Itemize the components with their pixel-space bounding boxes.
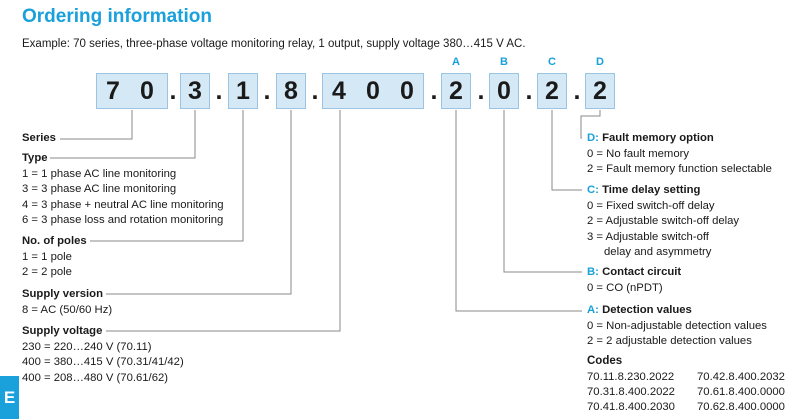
poles-group: No. of poles 1 = 1 pole 2 = 2 pole: [22, 234, 87, 281]
digit: 3: [188, 77, 202, 105]
digit: 1: [236, 77, 250, 105]
digit-box-type: [180, 73, 210, 109]
series-group: Series: [22, 131, 56, 147]
code-item: 70.11.8.230.2022: [587, 371, 675, 383]
time-delay-option: 0 = Fixed switch-off delay: [587, 199, 715, 212]
supply-voltage-option: 230 = 220…240 V (70.11): [22, 340, 152, 353]
digit: 0: [400, 77, 414, 105]
supply-voltage-option: 400 = 380…415 V (70.31/41/42): [22, 356, 184, 369]
separator-dot: .: [525, 77, 533, 105]
type-option: 3 = 3 phase AC line monitoring: [22, 183, 177, 196]
fault-memory-option: 0 = No fault memory: [587, 147, 690, 160]
supply-version-group: Supply version 8 = AC (50/60 Hz): [22, 287, 112, 318]
code-item: 70.41.8.400.2030: [587, 401, 675, 413]
contact-circuit-label: Contact circuit: [602, 266, 682, 278]
fault-memory-letter: D:: [587, 132, 599, 144]
digit: 4: [332, 77, 346, 105]
digit-box-poles: [228, 73, 258, 109]
code-item: 70.42.8.400.2032: [697, 371, 785, 383]
digit: 0: [497, 77, 511, 105]
connector-type: [50, 110, 196, 159]
connector-supply-voltage: [106, 110, 341, 332]
digit-box-series: [96, 73, 168, 109]
type-option: 6 = 3 phase loss and rotation monitoring: [22, 214, 224, 227]
example-text: Example: 70 series, three-phase voltage …: [22, 38, 526, 50]
separator-dot: .: [263, 77, 271, 105]
connector-d: [580, 110, 601, 139]
contact-circuit-group: B: Contact circuit 0 = CO (nPDT): [587, 265, 681, 296]
digit: 7: [106, 77, 120, 105]
connector-b: [503, 110, 582, 273]
code-item: 70.61.8.400.0000: [697, 386, 785, 398]
position-letter-a: A: [452, 56, 460, 68]
type-option: 4 = 3 phase + neutral AC line monitoring: [22, 198, 224, 211]
connector-series: [60, 110, 133, 140]
digit: 2: [593, 77, 607, 105]
type-group: Type 1 = 1 phase AC line monitoring 3 = …: [22, 151, 224, 229]
position-letter-c: C: [548, 56, 556, 68]
digit: 0: [140, 77, 154, 105]
codes-title: Codes: [587, 355, 623, 367]
digit: 0: [366, 77, 380, 105]
detection-values-group: A: Detection values 0 = Non-adjustable d…: [587, 303, 767, 350]
type-option: 1 = 1 phase AC line monitoring: [22, 167, 177, 180]
series-label: Series: [22, 132, 56, 144]
connector-supply-version: [106, 110, 292, 295]
code-item: 70.31.8.400.2022: [587, 386, 675, 398]
contact-circuit-option: 0 = CO (nPDT): [587, 281, 663, 294]
poles-option: 1 = 1 pole: [22, 250, 72, 263]
type-label: Type: [22, 152, 48, 164]
separator-dot: .: [573, 77, 581, 105]
time-delay-option: delay and asymmetry: [604, 246, 712, 259]
separator-dot: .: [477, 77, 485, 105]
digit: 2: [545, 77, 559, 105]
fault-memory-group: D: Fault memory option 0 = No fault memo…: [587, 131, 772, 178]
separator-dot: .: [430, 77, 438, 105]
position-letter-d: D: [596, 56, 604, 68]
digit: 2: [449, 77, 463, 105]
connector-c: [551, 110, 582, 191]
separator-dot: .: [311, 77, 319, 105]
digit-box-c: [537, 73, 567, 109]
digit-box-supply-voltage: [322, 73, 424, 109]
supply-voltage-label: Supply voltage: [22, 325, 103, 337]
position-letter-b: B: [500, 56, 508, 68]
time-delay-letter: C:: [587, 184, 599, 196]
fault-memory-label: Fault memory option: [602, 132, 714, 144]
detection-values-label: Detection values: [602, 304, 692, 316]
connector-a: [455, 110, 582, 312]
poles-option: 2 = 2 pole: [22, 266, 72, 279]
detection-values-option: 0 = Non-adjustable detection values: [587, 319, 767, 332]
contact-circuit-letter: B:: [587, 266, 599, 278]
supply-voltage-option: 400 = 208…480 V (70.61/62): [22, 371, 169, 384]
supply-version-option: 8 = AC (50/60 Hz): [22, 303, 113, 316]
supply-voltage-group: Supply voltage 230 = 220…240 V (70.11) 4…: [22, 324, 184, 386]
separator-dot: .: [215, 77, 223, 105]
connector-poles: [90, 110, 244, 242]
poles-label: No. of poles: [22, 235, 87, 247]
digit-box-a: [441, 73, 471, 109]
time-delay-group: C: Time delay setting 0 = Fixed switch-o…: [587, 183, 739, 261]
supply-version-label: Supply version: [22, 288, 103, 300]
digit-box-d: [585, 73, 615, 109]
time-delay-option: 3 = Adjustable switch-off: [587, 230, 709, 243]
digit-box-supply-version: [276, 73, 306, 109]
digit: 8: [284, 77, 298, 105]
fault-memory-option: 2 = Fault memory function selectable: [587, 163, 772, 176]
separator-dot: .: [169, 77, 177, 105]
page-title: Ordering information: [22, 6, 212, 27]
detection-values-option: 2 = 2 adjustable detection values: [587, 335, 752, 348]
detection-values-letter: A:: [587, 304, 599, 316]
code-item: 70.62.8.400.0000: [697, 401, 785, 413]
section-tab: E: [0, 376, 19, 419]
time-delay-label: Time delay setting: [602, 184, 701, 196]
digit-box-b: [489, 73, 519, 109]
time-delay-option: 2 = Adjustable switch-off delay: [587, 215, 740, 228]
